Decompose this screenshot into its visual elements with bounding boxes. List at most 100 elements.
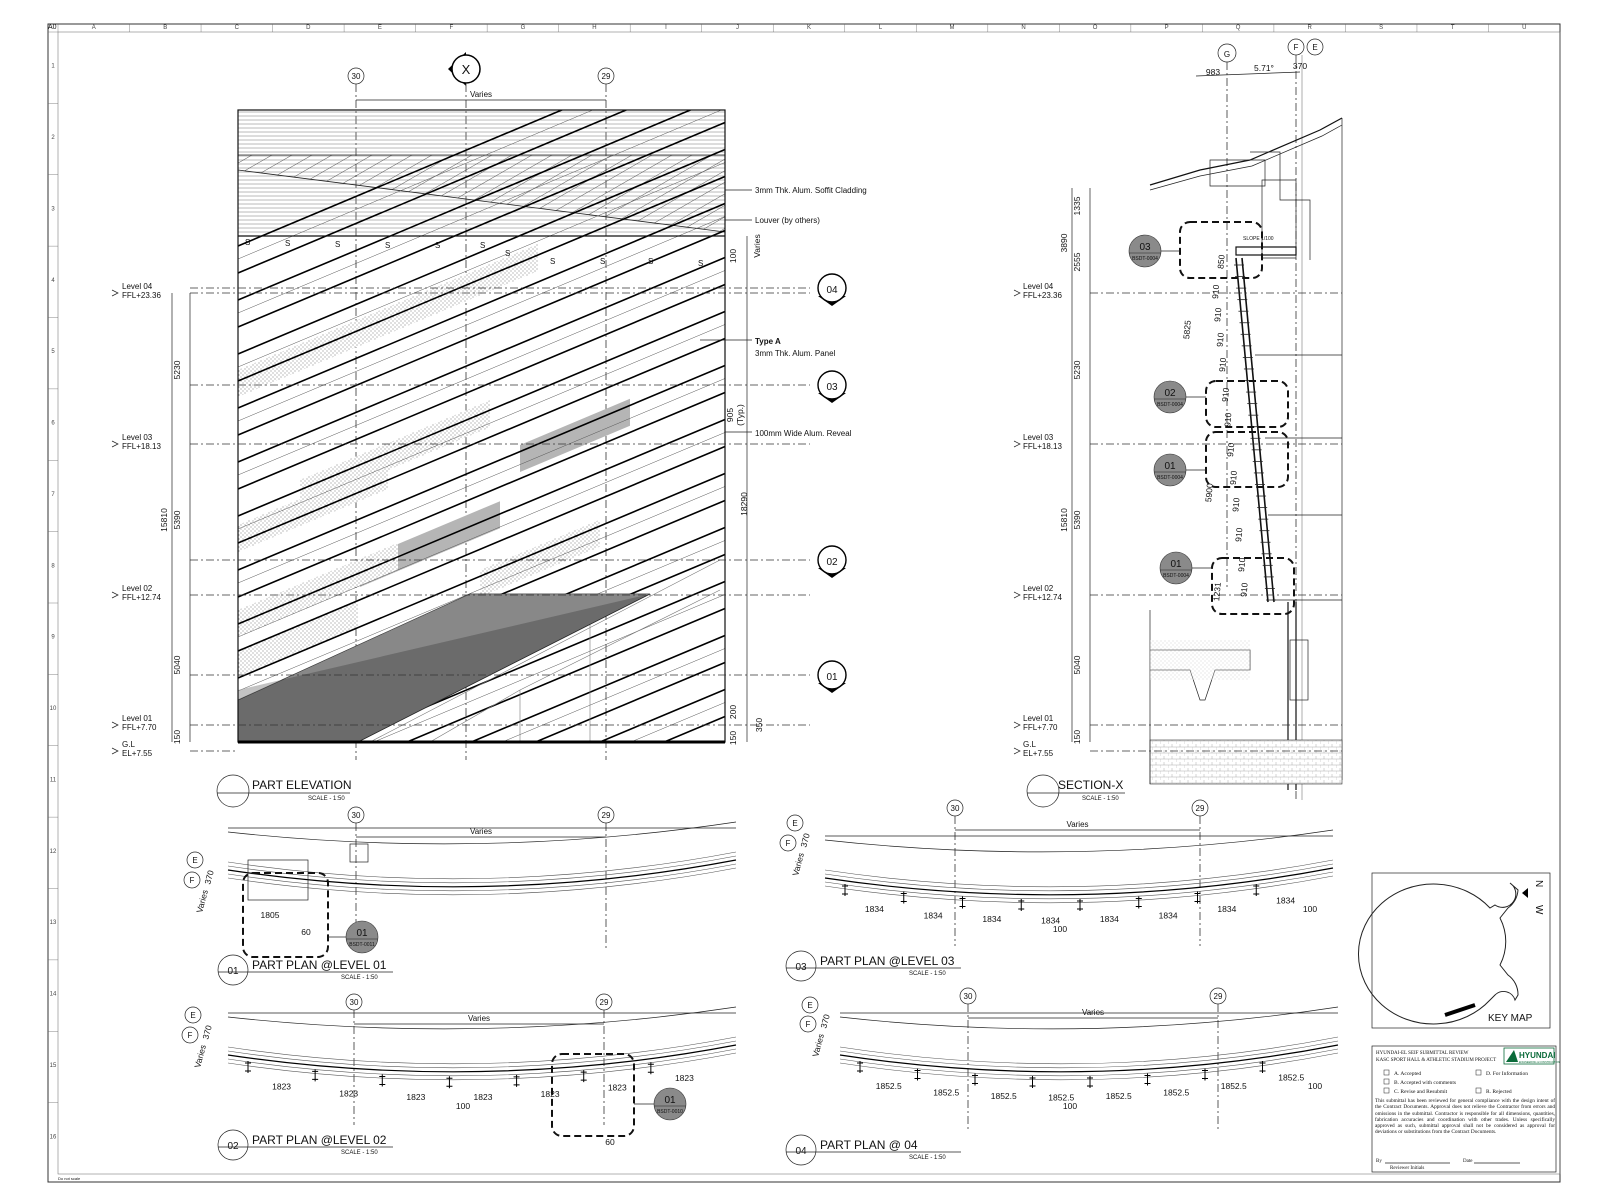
stamp-checkbox[interactable]: [1383, 1078, 1390, 1085]
note-type-a: Type A: [755, 337, 781, 346]
col-letter: F: [450, 25, 454, 31]
stamp-checkbox[interactable]: [1475, 1087, 1482, 1094]
col-letter: Q: [1236, 25, 1241, 31]
svg-text:BSDT-0004: BSDT-0004: [1163, 573, 1189, 579]
part-elevation-title: PART ELEVATION: [252, 778, 352, 792]
svg-text:983: 983: [1206, 67, 1220, 77]
stamp-checkbox[interactable]: [1383, 1069, 1390, 1076]
svg-text:Varies: Varies: [192, 1044, 208, 1069]
svg-text:BSDT-0004: BSDT-0004: [1157, 402, 1183, 408]
review-stamp: HYUNDAI-EL SEIF SUBMITTAL REVIEW KASC SP…: [1371, 1045, 1560, 1173]
col-letter: I: [665, 25, 667, 31]
level-tag: 02: [826, 557, 838, 568]
svg-text:370: 370: [200, 1024, 213, 1041]
seal-mark: S: [550, 257, 555, 266]
svg-text:5040: 5040: [1072, 655, 1082, 674]
section-grid-f: F: [1294, 43, 1299, 52]
panel-dim: 910: [1222, 412, 1233, 427]
svg-text:Reviewer Initials: Reviewer Initials: [1390, 1166, 1424, 1171]
row-number: 5: [51, 349, 55, 355]
section-level-ffl: FFL+23.36: [1023, 291, 1062, 300]
col-letter: L: [879, 25, 883, 31]
elevation-level-ffl: FFL+23.36: [122, 291, 161, 300]
plan-module-dim: 1823: [474, 1092, 493, 1102]
plan-module-dim: 1823: [339, 1088, 358, 1098]
col-letter: N: [1021, 25, 1025, 31]
level-tag: 01: [826, 672, 838, 683]
grid-bubble-30: 30: [352, 72, 361, 81]
plan-module-dim: 1834: [1217, 904, 1236, 914]
svg-text:60: 60: [301, 927, 311, 937]
row-number: 6: [51, 421, 55, 427]
plan-number: 01: [227, 966, 239, 977]
plan-module-dim: 1834: [865, 904, 884, 914]
plan-module-dim: 1823: [608, 1083, 627, 1093]
section-level-name: Level 03: [1023, 433, 1054, 442]
elevation-level-ffl: FFL+7.70: [122, 723, 157, 732]
stamp-checkbox[interactable]: [1383, 1087, 1390, 1094]
plan-module-dim: 1834: [982, 914, 1001, 924]
row-number: 4: [51, 278, 55, 284]
plan-module-dim: 1834: [1100, 914, 1119, 924]
row-number: 8: [51, 563, 55, 569]
stamp-option-label: B. Accepted with comments: [1394, 1080, 1456, 1086]
plan-module-dim: 1852.5: [1278, 1072, 1304, 1082]
panel-dim: 910: [1215, 332, 1226, 347]
col-letter: M: [950, 25, 955, 31]
note-reveal: 100mm Wide Alum. Reveal: [755, 429, 852, 438]
svg-text:5230: 5230: [172, 360, 182, 379]
svg-text:BSDT-0010: BSDT-0010: [657, 1109, 683, 1115]
stamp-option-label: D. For Information: [1486, 1070, 1528, 1077]
north-arrow: N: [1533, 880, 1544, 887]
svg-text:370: 370: [798, 832, 811, 849]
key-map: KEY MAP N W: [1358, 872, 1551, 1029]
stamp-checkbox[interactable]: [1475, 1069, 1482, 1076]
stamp-option-label: C. Revise and Resubmit: [1394, 1089, 1448, 1095]
panel-dim: 910: [1236, 557, 1247, 572]
plan-number: 02: [227, 1141, 239, 1152]
row-number: 16: [50, 1134, 57, 1140]
row-number: 13: [50, 920, 57, 926]
plan-module-dim: 1852.5: [933, 1087, 959, 1097]
section-level-name: G.L: [1023, 740, 1036, 749]
svg-text:5825: 5825: [1181, 320, 1193, 340]
svg-text:KASC SPORT HALL & ATHLETIC STA: KASC SPORT HALL & ATHLETIC STADIUM PROJE…: [1376, 1058, 1496, 1063]
svg-text:E: E: [190, 1011, 195, 1020]
svg-text:01: 01: [1164, 461, 1176, 472]
svg-text:03: 03: [1139, 242, 1151, 253]
panel-dim: 910: [1230, 497, 1241, 512]
svg-text:E: E: [192, 856, 197, 865]
col-letter: U: [1522, 25, 1526, 31]
sheet-corner-label: A0: [48, 24, 57, 31]
row-number: 3: [51, 206, 55, 212]
svg-text:1231: 1231: [1211, 582, 1223, 602]
plan-grid-bubble: 29: [602, 811, 611, 820]
key-map-stadium-outline: [1358, 882, 1519, 1025]
svg-text:100: 100: [456, 1101, 470, 1111]
panel-dim: 910: [1212, 307, 1223, 322]
svg-text:3890: 3890: [1059, 233, 1069, 252]
svg-text:Varies: Varies: [752, 234, 762, 257]
svg-text:F: F: [786, 839, 791, 848]
seal-mark: S: [505, 249, 510, 258]
section-facade: [1235, 257, 1275, 603]
seal-mark: S: [385, 241, 390, 250]
svg-text:BSDT-0011: BSDT-0011: [349, 942, 375, 948]
svg-text:5.71°: 5.71°: [1254, 63, 1274, 73]
svg-text:01: 01: [1170, 559, 1182, 570]
col-letter: H: [592, 25, 596, 31]
level-tag: 03: [826, 382, 838, 393]
row-number: 10: [50, 706, 57, 712]
svg-text:HYUNDAI: HYUNDAI: [1519, 1051, 1555, 1060]
svg-text:5230: 5230: [1072, 360, 1082, 379]
stamp-option-label: A. Accepted: [1394, 1071, 1421, 1077]
grid-bubble-29: 29: [602, 72, 611, 81]
section-level-name: Level 01: [1023, 714, 1054, 723]
svg-text:F: F: [190, 876, 195, 885]
svg-text:150: 150: [728, 731, 738, 745]
col-letter: K: [807, 25, 811, 31]
col-letter: A: [92, 25, 96, 31]
